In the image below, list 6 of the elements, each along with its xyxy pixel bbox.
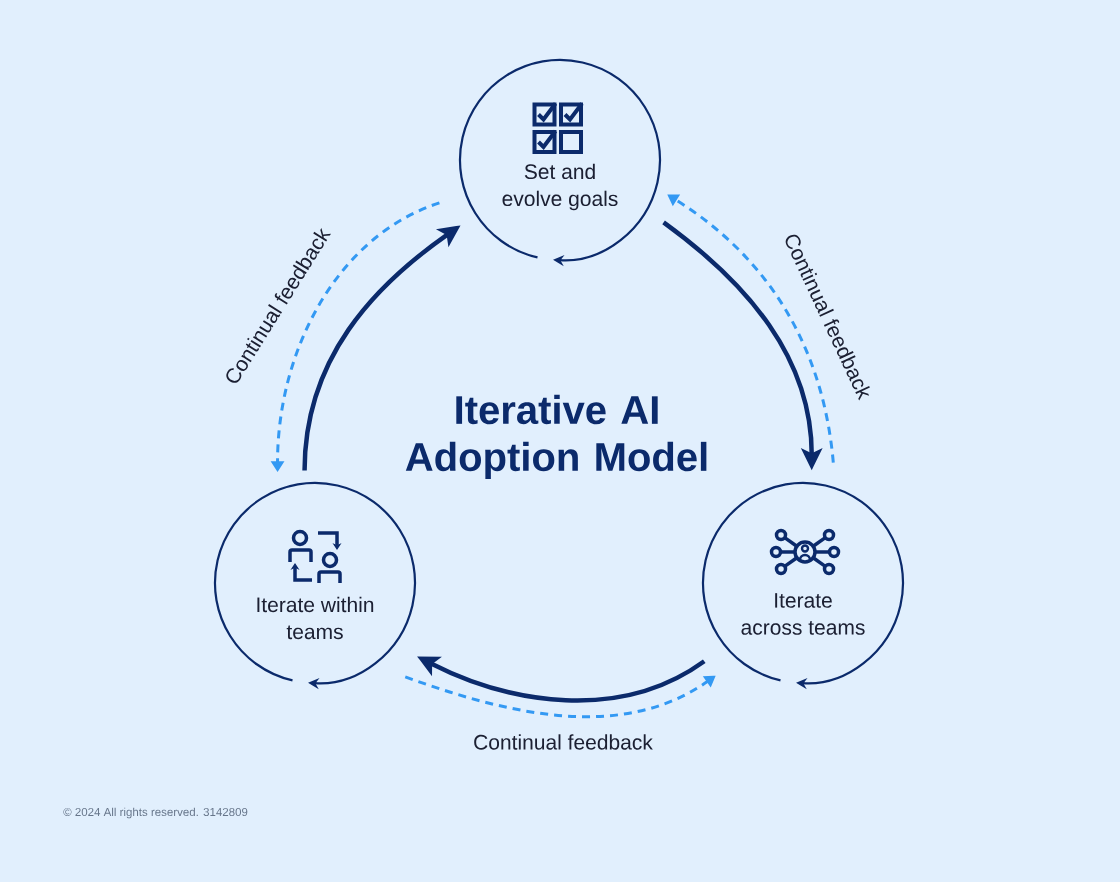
copyright-note: © 2024 All rights reserved. 3142809 [63, 807, 248, 819]
node-label: Set and evolve goals [502, 163, 618, 211]
node-label: Iterate within teams [257, 596, 374, 640]
edge-label: Continual feedback [474, 734, 653, 750]
title: Iterative AI Adoption Model [405, 394, 707, 480]
node-label: Iterate across teams [741, 593, 865, 635]
